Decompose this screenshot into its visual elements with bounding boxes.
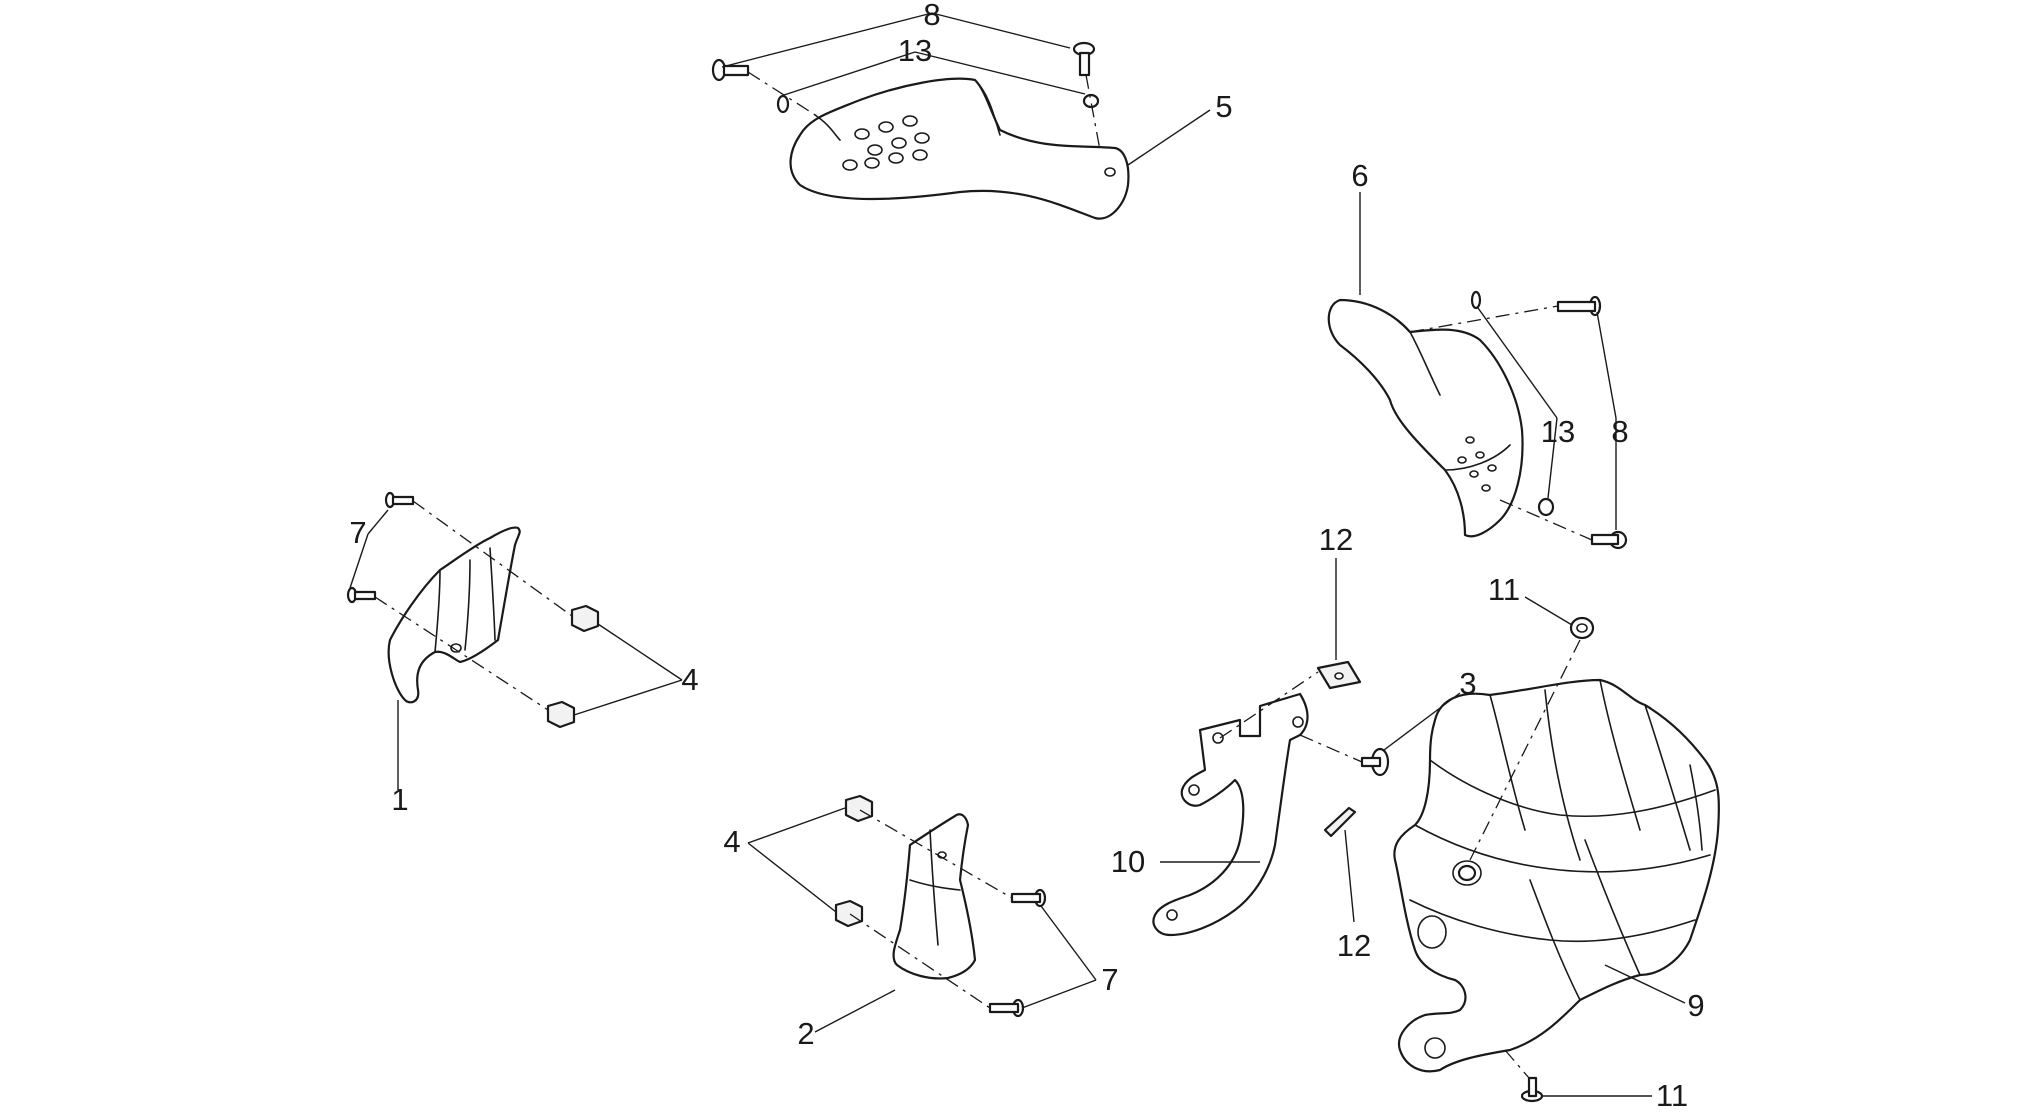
screw-part-7-left-upper <box>384 491 415 509</box>
washer-part-13-right-upper <box>1470 290 1482 310</box>
rivet-part-11-bottom <box>1520 1076 1544 1103</box>
bracket-part-10 <box>1152 692 1309 937</box>
washer-part-13-top-left <box>776 94 790 114</box>
nut-part-4-left-upper <box>570 604 600 633</box>
heat-shield-part-5 <box>789 77 1130 220</box>
nut-part-4-left-lower <box>546 700 576 729</box>
callout-3: 3 <box>1459 666 1476 701</box>
muffler-cover-part-9 <box>1393 678 1720 1073</box>
rivet-part-3 <box>1360 747 1390 777</box>
screw-part-7-left-lower <box>346 586 377 604</box>
clip-part-12-top <box>1316 660 1362 690</box>
washer-part-13-right-lower <box>1537 497 1555 517</box>
callout-4-left: 4 <box>681 662 698 697</box>
callout-2: 2 <box>797 1016 814 1051</box>
nut-part-4-bottom-lower <box>834 899 864 928</box>
rivet-part-11-top <box>1569 616 1595 640</box>
callout-6: 6 <box>1351 158 1368 193</box>
callout-13-top: 13 <box>898 33 932 68</box>
callout-10: 10 <box>1111 844 1145 879</box>
screw-part-8-top-left <box>711 58 750 82</box>
clip-part-12-bottom <box>1323 806 1357 838</box>
callout-9: 9 <box>1687 988 1704 1023</box>
nut-part-4-bottom-upper <box>844 794 874 823</box>
callout-8-right: 8 <box>1611 414 1628 449</box>
bracket-part-1 <box>387 526 521 704</box>
callout-7-left: 7 <box>349 515 366 550</box>
callout-11-top: 11 <box>1488 572 1520 607</box>
callout-7-bottom: 7 <box>1101 962 1118 997</box>
screw-part-8-top-right <box>1072 41 1096 77</box>
screw-part-8-right-upper <box>1556 295 1602 317</box>
callout-4-bottom: 4 <box>723 824 740 859</box>
bracket-part-2 <box>892 813 977 980</box>
callout-8-top: 8 <box>923 0 940 32</box>
screw-part-8-right-lower <box>1590 530 1628 550</box>
callout-1: 1 <box>391 782 408 817</box>
screw-part-7-bottom-upper <box>1010 888 1047 908</box>
callout-13-right: 13 <box>1541 414 1575 449</box>
callout-11-bottom: 11 <box>1656 1078 1688 1113</box>
leader-lines <box>349 12 1686 1097</box>
heat-shield-part-6 <box>1327 298 1524 538</box>
callout-12-top: 12 <box>1319 522 1353 557</box>
washer-part-13-top-right <box>1082 93 1100 109</box>
screw-part-7-bottom-lower <box>988 998 1025 1018</box>
callout-5: 5 <box>1215 89 1232 124</box>
callout-12-bottom: 12 <box>1337 928 1371 963</box>
